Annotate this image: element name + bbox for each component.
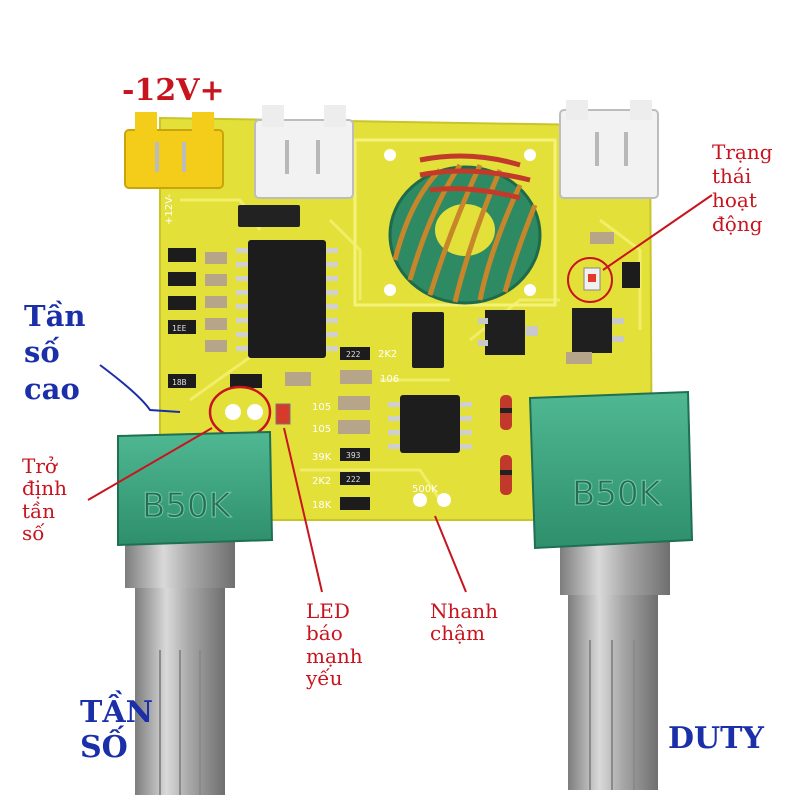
pcb-traces — [180, 198, 642, 501]
silk-18k: 18K — [312, 500, 332, 511]
led-power-indicator — [275, 403, 291, 425]
pointer-tan-so-cao — [99, 364, 181, 413]
mosfet-2 — [572, 308, 612, 353]
silk-2k2-b: 2K2 — [312, 476, 331, 487]
res-18b: 18B — [172, 378, 187, 387]
ic-soic-pins — [388, 402, 472, 449]
silk-105-b: 105 — [312, 424, 331, 435]
res-1ee: 1EE — [172, 324, 187, 333]
ic-main-dip — [248, 240, 326, 358]
schottky-diode — [412, 312, 444, 368]
silk-105-a: 105 — [312, 402, 331, 413]
silk-39k: 39K — [312, 452, 332, 463]
ic-soic-8 — [400, 395, 460, 453]
silk-12v: +12V- — [164, 194, 175, 225]
white-connector-1 — [254, 105, 354, 199]
label-led-bao-manh-yeu: LED báo mạnh yếu — [306, 599, 363, 691]
label-tro-dinh-tan-so: Trở định tần số — [22, 454, 67, 546]
silk-2k2-a: 2K2 — [378, 349, 397, 360]
smd-components-right — [566, 232, 640, 364]
white-connector-2 — [559, 100, 659, 199]
label-duty: DUTY — [668, 721, 764, 756]
glass-diodes — [500, 395, 512, 495]
res-393: 393 — [346, 451, 361, 460]
label-trang-thai-hoat-dong: Trạng thái hoạt động — [712, 140, 773, 236]
callout-circle-status-led — [567, 257, 613, 303]
test-pads — [225, 149, 536, 507]
pot-right-marking: B50K — [572, 474, 663, 514]
label-nhanh-cham: Nhanh chậm — [430, 599, 499, 646]
label-tan-so: TẦN SỐ — [80, 695, 154, 765]
mosfet-1 — [485, 310, 525, 355]
pointer-trang-thai — [602, 194, 713, 271]
pointer-nhanh-cham — [434, 515, 467, 593]
pointer-led — [283, 427, 323, 593]
smd-components-left — [168, 248, 311, 388]
res-222a: 222 — [346, 475, 361, 484]
inductor-outline — [353, 138, 557, 307]
silk-500k: 500K — [412, 484, 438, 495]
smd-components-middle — [338, 347, 372, 510]
pointer-tro-dinh-tan-so — [87, 427, 213, 501]
yellow-power-connector — [124, 112, 224, 189]
label-tan-so-cao: Tần số cao — [24, 299, 86, 406]
silk-106: 106 — [380, 374, 399, 385]
pot-left-marking: B50K — [142, 486, 233, 526]
res-222b: 222 — [346, 350, 361, 359]
toroid-inductor — [388, 153, 542, 305]
potentiometer-right[interactable]: B50K — [528, 390, 694, 790]
ic-main-pins — [236, 248, 338, 351]
label-voltage: -12V+ — [122, 73, 225, 108]
diode-top — [238, 205, 300, 227]
